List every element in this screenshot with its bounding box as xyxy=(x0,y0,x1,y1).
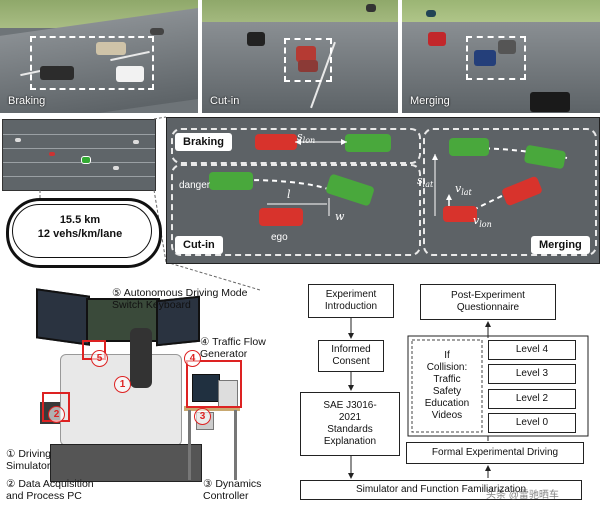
highway-overview xyxy=(2,119,156,191)
callout-traffic-generator: ④ Traffic Flow Generator xyxy=(200,336,266,360)
flow-formal-driving: Formal Experimental Driving xyxy=(406,442,584,464)
scenario-label: Merging xyxy=(410,95,450,107)
s-lon-label: slon xyxy=(297,130,316,146)
flow-level-0: Level 0 xyxy=(488,413,576,433)
flow-collision-videos: If Collision: Traffic Safety Education V… xyxy=(424,350,470,421)
w-label: w xyxy=(335,210,345,223)
badge-1: 1 xyxy=(114,376,131,393)
cut-in-tag: Cut-in xyxy=(175,236,223,254)
flow-level-2: Level 2 xyxy=(488,389,576,409)
badge-3: 3 xyxy=(194,408,211,425)
danger-label: danger xyxy=(179,180,211,191)
s-lat-label: slat xyxy=(417,174,434,190)
callout-keyboard: ⑤ Autonomous Driving Mode Switch Keyboar… xyxy=(112,287,248,311)
flow-post-questionnaire: Post-Experiment Questionnaire xyxy=(420,284,556,320)
braking-tag: Braking xyxy=(175,133,232,151)
test-track-inner xyxy=(12,204,152,258)
flow-level-4: Level 4 xyxy=(488,340,576,360)
l-label: l xyxy=(287,188,291,201)
watermark: 头条 @雷驰晒车 xyxy=(486,490,559,501)
callout-driving-simulator: ① Driving Simulator xyxy=(6,448,52,472)
ego-label: ego xyxy=(271,232,288,243)
scenario-label: Braking xyxy=(8,95,46,107)
scenario-topview-diagram: Braking Cut-in Merging slon danger ego l… xyxy=(166,117,600,264)
merging-tag: Merging xyxy=(531,236,590,254)
callout-dynamics-controller: ③ Dynamics Controller xyxy=(203,478,262,502)
scenario-panel-cut-in: Cut-in xyxy=(202,0,398,113)
flow-informed-consent: Informed Consent xyxy=(318,340,384,372)
driving-simulator-photo xyxy=(20,284,260,494)
v-lon-label: vlon xyxy=(473,214,492,230)
track-length: 15.5 km xyxy=(59,214,101,226)
scenario-panel-merging: Merging xyxy=(402,0,600,113)
flow-experiment-introduction: Experiment Introduction xyxy=(308,284,394,318)
badge-2: 2 xyxy=(48,406,65,423)
v-lat-label: vlat xyxy=(455,182,472,198)
badge-5: 5 xyxy=(91,350,108,367)
scenario-label: Cut-in xyxy=(210,95,240,107)
scenario-panel-braking: Braking xyxy=(0,0,198,113)
badge-4: 4 xyxy=(184,350,201,367)
callout-data-pc: ② Data Acquisition and Process PC xyxy=(6,478,94,502)
flow-sae-explanation: SAE J3016- 2021 Standards Explanation xyxy=(300,392,400,456)
flow-familiarization: Simulator and Function Familiarization xyxy=(300,480,582,500)
track-density: 12 vehs/km/lane xyxy=(37,228,123,240)
test-track-loop xyxy=(6,198,162,268)
flow-level-3: Level 3 xyxy=(488,364,576,384)
